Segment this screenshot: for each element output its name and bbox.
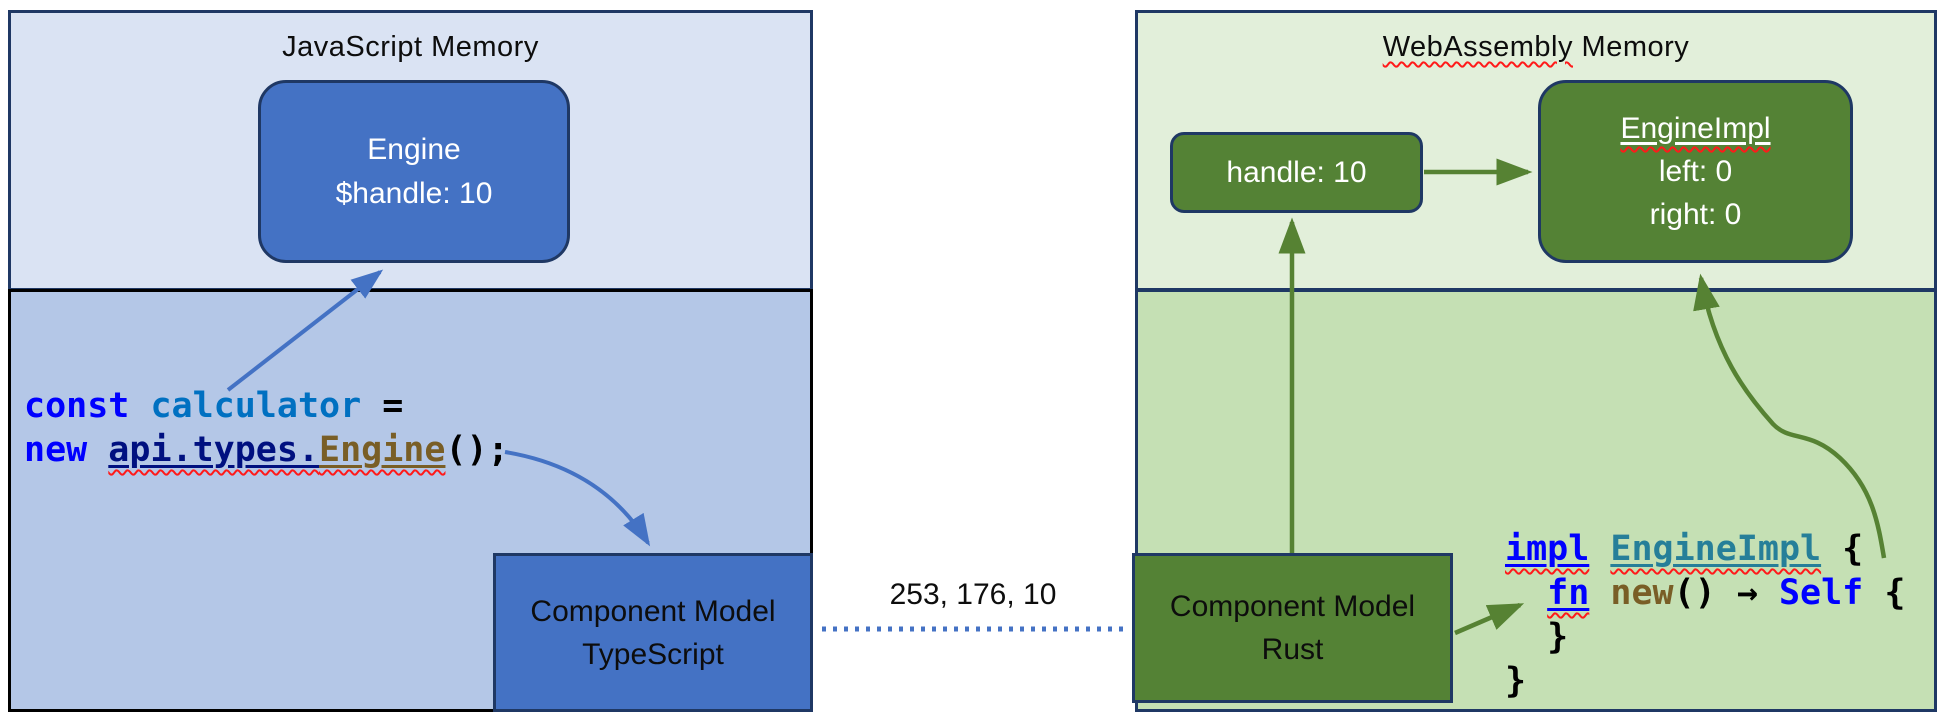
token-new: new xyxy=(24,430,88,470)
token-self: Self xyxy=(1778,573,1864,613)
wasm-title-underlined-word: WebAssembly xyxy=(1382,31,1573,63)
token-new-fn: new xyxy=(1610,573,1674,613)
token-equals: = xyxy=(361,386,404,426)
token-fn: fn xyxy=(1547,573,1590,613)
token-calculator: calculator xyxy=(150,386,362,426)
engine-object-title: Engine xyxy=(367,132,461,166)
token-impl: impl xyxy=(1505,529,1590,569)
engine-handle-field: $handle: 10 xyxy=(335,176,493,210)
component-model-rust-box: Component Model Rust xyxy=(1132,553,1453,703)
token-open-brace: { xyxy=(1821,529,1864,569)
wasm-title-rest: Memory xyxy=(1573,31,1690,63)
cm-ts-label-line2: TypeScript xyxy=(582,637,724,671)
engineimpl-object-box: EngineImpl left: 0 right: 0 xyxy=(1538,80,1853,263)
cm-ts-label-line1: Component Model xyxy=(530,594,776,628)
token-call-parens: (); xyxy=(445,430,509,470)
rust-code-line-4: } xyxy=(1505,661,1527,701)
component-model-typescript-box: Component Model TypeScript xyxy=(493,553,813,712)
token-arrow-return: () → xyxy=(1673,573,1779,613)
token-engine-ctor: Engine xyxy=(319,430,446,470)
misspelled-expression: api.types.Engine xyxy=(108,430,445,470)
rust-code-block: impl EngineImpl { fn new() → Self { } } xyxy=(1505,527,1905,703)
handle-label: handle: 10 xyxy=(1226,155,1367,189)
js-code-block: const calculator = new api.types.Engine(… xyxy=(24,384,509,472)
engineimpl-title: EngineImpl xyxy=(1620,112,1771,145)
token-engineimpl-type: EngineImpl xyxy=(1610,529,1822,569)
wasm-memory-title: WebAssembly Memory xyxy=(1138,31,1934,64)
transfer-values-label: 253, 176, 10 xyxy=(889,578,1057,611)
js-memory-title: JavaScript Memory xyxy=(282,31,539,63)
engineimpl-left-field: left: 0 xyxy=(1658,155,1733,188)
rust-code-line-3: } xyxy=(1505,617,1569,657)
engine-object-box: Engine $handle: 10 xyxy=(258,80,570,263)
rust-code-line-2: fn new() → Self { xyxy=(1547,573,1906,613)
cm-rust-label-line1: Component Model xyxy=(1169,590,1416,623)
js-code-line-2: new api.types.Engine(); xyxy=(24,428,509,472)
handle-box: handle: 10 xyxy=(1170,132,1423,213)
js-code-line-1: const calculator = xyxy=(24,384,509,428)
token-api-types: api.types. xyxy=(108,430,320,470)
rust-code-line-1: impl EngineImpl { xyxy=(1505,527,1905,571)
token-const: const xyxy=(24,386,130,426)
cm-rust-label-line2: Rust xyxy=(1261,633,1324,666)
engineimpl-right-field: right: 0 xyxy=(1649,198,1742,231)
